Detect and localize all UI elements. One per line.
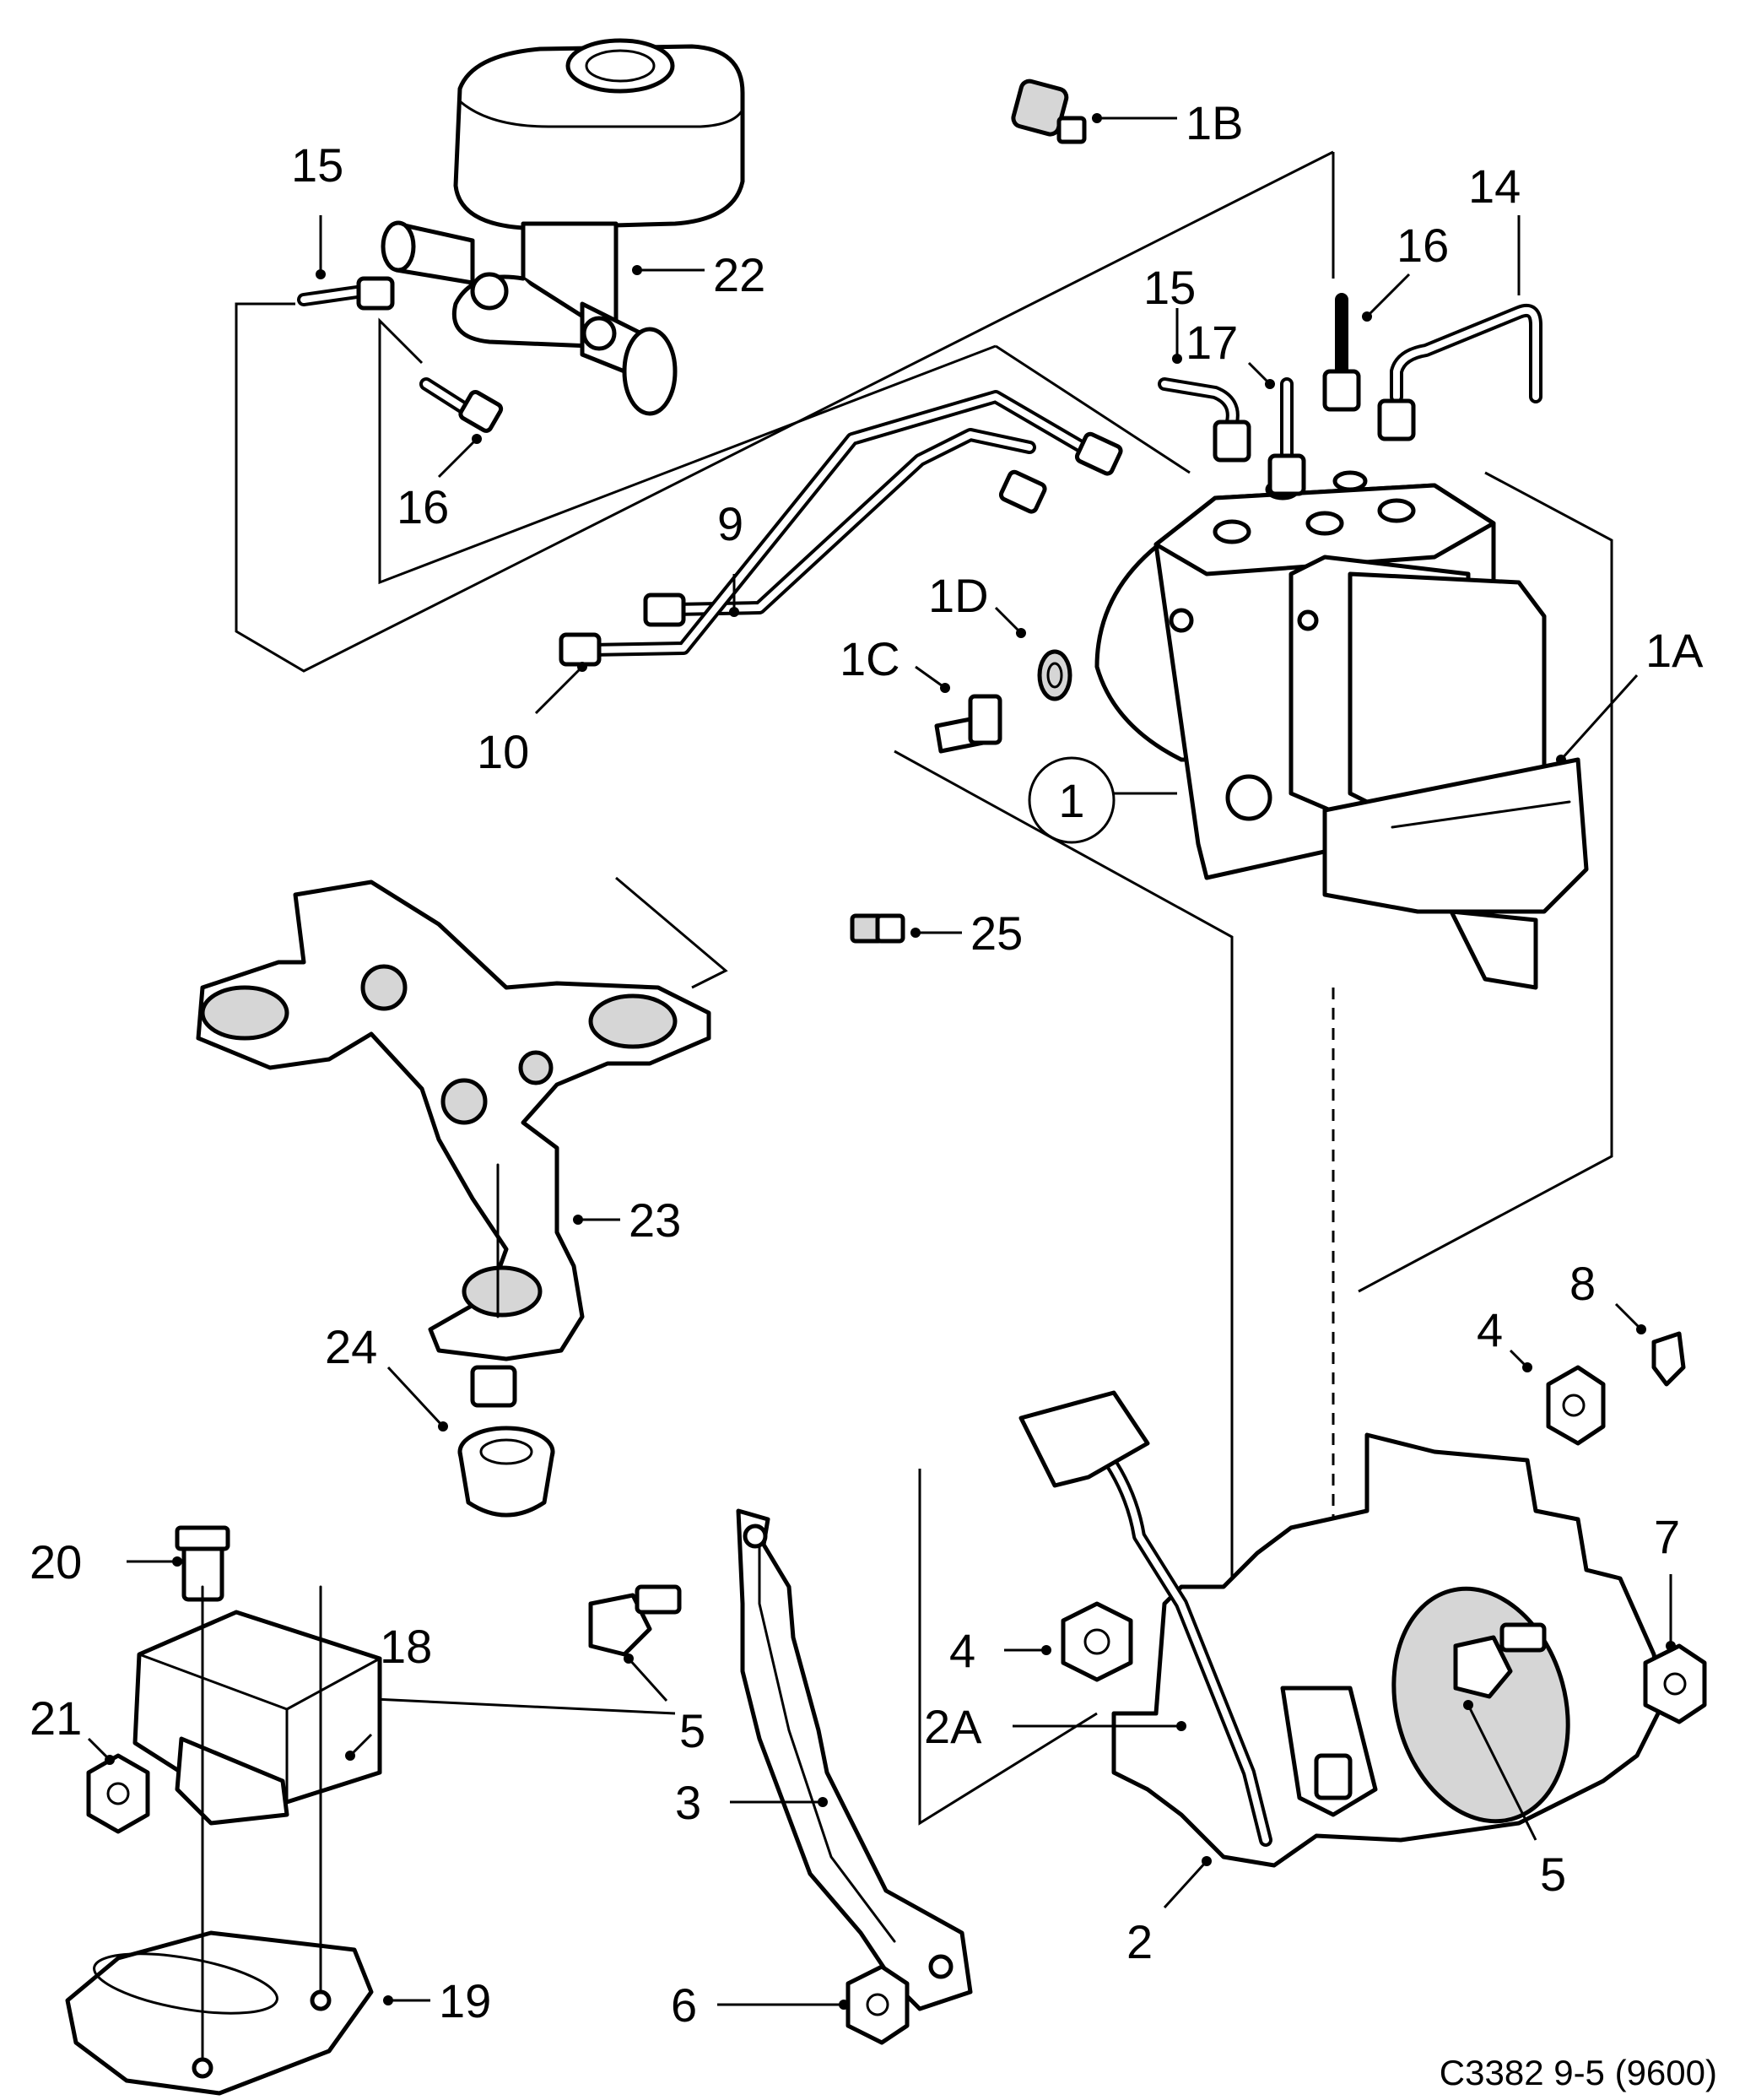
callout-15-right: 15	[1143, 261, 1196, 314]
callout-17: 17	[1186, 316, 1238, 369]
callout-1c: 1C	[840, 632, 900, 685]
support-strap-3	[736, 1508, 973, 2011]
callout-20: 20	[30, 1535, 82, 1589]
callout-1-circle	[1028, 756, 1116, 844]
callout-1d: 1D	[928, 569, 989, 622]
callout-2a: 2A	[924, 1700, 982, 1753]
brake-pipes-9-10	[559, 390, 1123, 667]
abs-hydraulic-unit	[1094, 470, 1589, 990]
callout-3: 3	[675, 1776, 701, 1829]
callout-24: 24	[325, 1320, 377, 1373]
callout-4-left: 4	[949, 1624, 975, 1677]
callout-18: 18	[380, 1620, 432, 1673]
drawing-code: C3382 9-5 (9600)	[1440, 2053, 1717, 2092]
callout-5-left: 5	[679, 1704, 705, 1757]
fasteners	[588, 1331, 1707, 2045]
leader-lines	[87, 113, 1676, 2010]
callout-14: 14	[1468, 160, 1521, 213]
callout-22: 22	[713, 248, 765, 301]
callout-1b: 1B	[1186, 96, 1244, 149]
callout-9: 9	[717, 497, 743, 550]
wiring-harness-2a	[1018, 1390, 1272, 1847]
callout-8: 8	[1569, 1257, 1596, 1310]
callout-4-right: 4	[1477, 1303, 1503, 1356]
master-cylinder	[381, 38, 745, 416]
callout-15-left: 15	[291, 138, 343, 192]
callout-7: 7	[1654, 1510, 1680, 1563]
callout-1a: 1A	[1645, 624, 1704, 677]
callout-6: 6	[671, 1978, 697, 2032]
callout-2: 2	[1126, 1915, 1153, 1968]
callout-5-right: 5	[1540, 1848, 1566, 1901]
callout-labels: 1 1A 1B 1C 1D 2 2A 3 4 4 5 5 6 7 8 9 10 …	[30, 96, 1704, 2032]
callout-23: 23	[629, 1193, 681, 1247]
bolt-1c-washer-1d	[934, 649, 1072, 754]
master-cylinder-brake-lines	[297, 276, 504, 433]
callout-19: 19	[439, 1974, 491, 2027]
callout-16-left: 16	[397, 480, 449, 533]
mounting-bracket-23	[196, 880, 905, 1408]
callout-25: 25	[970, 907, 1023, 960]
callout-21: 21	[30, 1691, 82, 1745]
callout-16-right: 16	[1397, 219, 1449, 272]
callout-10: 10	[477, 725, 529, 778]
grommet-24	[457, 1426, 555, 1518]
callout-1: 1	[1058, 774, 1084, 827]
sensor-assembly	[65, 1525, 382, 2096]
upper-brake-pipes	[1011, 78, 1542, 496]
